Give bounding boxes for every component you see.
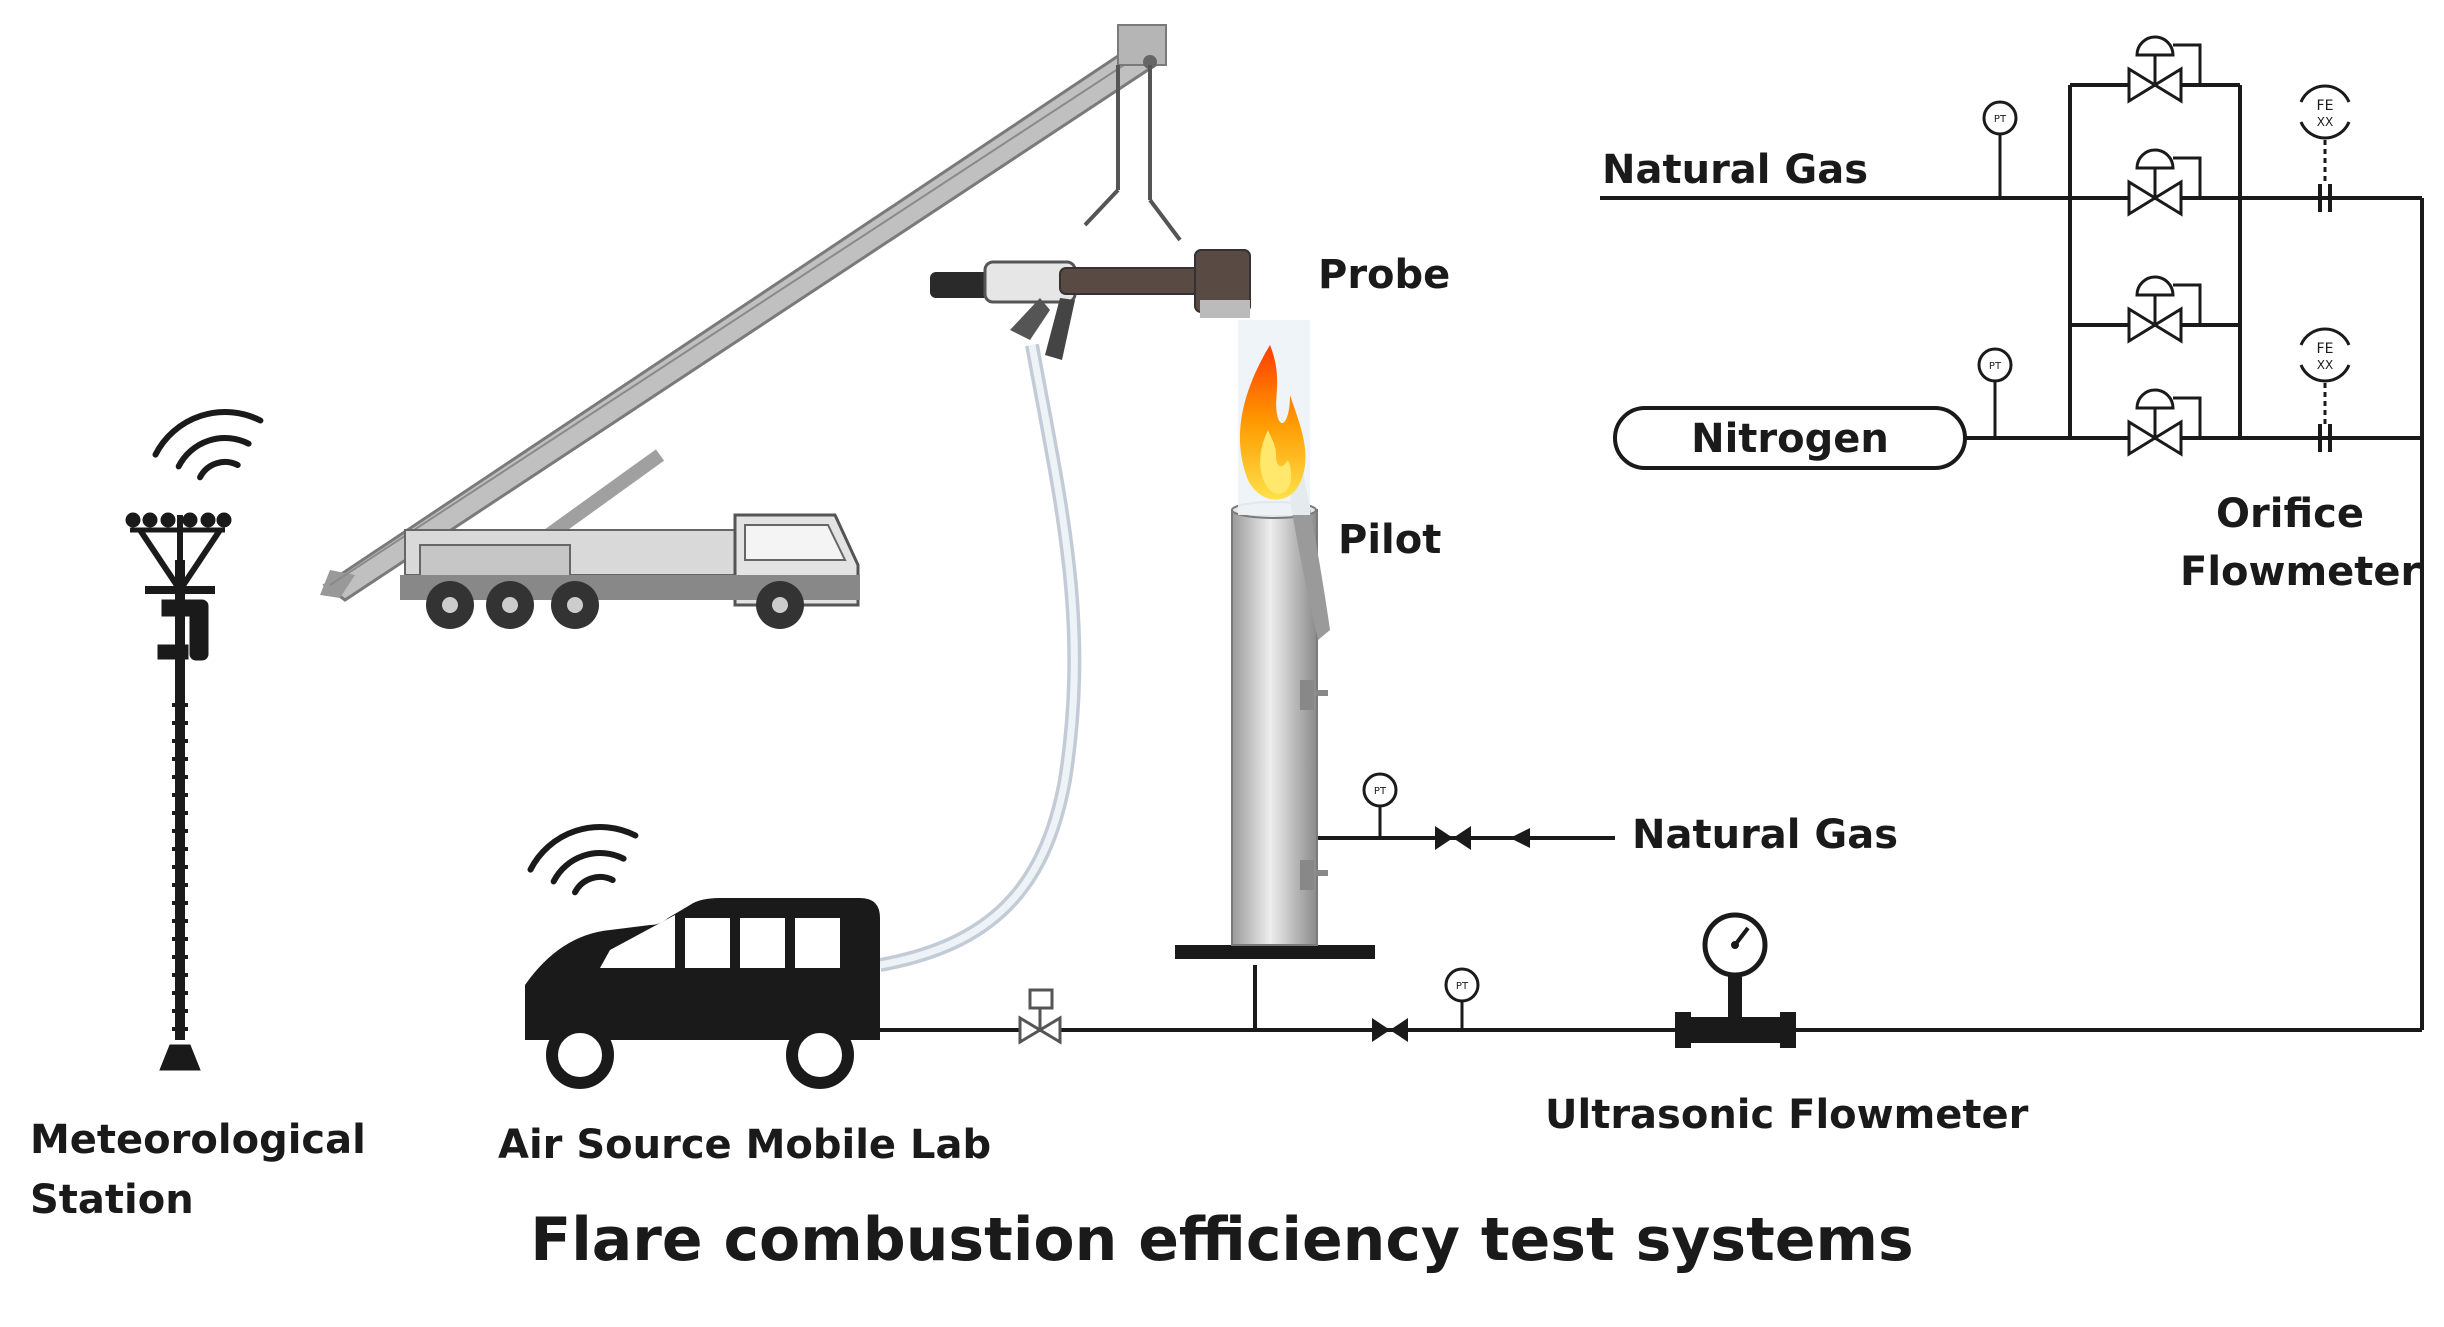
block-valve-main xyxy=(1372,1018,1408,1042)
mobile-lab-label: Air Source Mobile Lab xyxy=(498,1122,992,1168)
orifice-flowmeter-label-line1: Orifice xyxy=(2216,491,2364,537)
diagram-title: Flare combustion efficiency test systems xyxy=(530,1205,1914,1275)
svg-text:PT: PT xyxy=(1994,114,2007,125)
orifice-flowmeter-label: Orifice Flowmeter xyxy=(2180,485,2420,601)
sample-hose xyxy=(878,343,1082,972)
meteorological-station-label: Meteorological Station xyxy=(30,1110,366,1230)
svg-text:PT: PT xyxy=(1456,981,1469,992)
svg-text:XX: XX xyxy=(2317,115,2333,129)
pressure-transmitter-icon: PT xyxy=(1977,347,2013,438)
pressure-transmitter-icon: PT xyxy=(1444,967,1480,1030)
svg-text:PT: PT xyxy=(1989,361,2002,372)
svg-text:PT: PT xyxy=(1374,786,1387,797)
control-valve-icon xyxy=(2127,35,2202,104)
control-valve-icon xyxy=(2127,148,2202,217)
stack-base-plate xyxy=(1175,945,1375,959)
pilot-label: Pilot xyxy=(1338,517,1442,563)
mobile-lab-van xyxy=(525,898,880,1089)
control-valve-icon xyxy=(2127,388,2202,457)
flame-icon xyxy=(1238,320,1310,515)
pressure-transmitter-icon: PT xyxy=(1982,100,2018,198)
sample-valve-icon xyxy=(1018,988,1062,1045)
wireless-signal-icon xyxy=(152,409,264,481)
orifice-flowmeter-label-line2: Flowmeter xyxy=(2180,549,2421,595)
meteorological-station xyxy=(125,512,232,1071)
control-valve-icon xyxy=(2127,275,2202,344)
nitrogen-label: Nitrogen xyxy=(1691,416,1889,462)
svg-text:FE: FE xyxy=(2317,341,2334,357)
natural-gas-top-label: Natural Gas xyxy=(1602,147,1869,193)
flow-arrow-icon xyxy=(1510,828,1530,848)
natural-gas-bottom-label: Natural Gas xyxy=(1632,812,1899,858)
probe-label: Probe xyxy=(1318,252,1451,298)
pressure-transmitter-icon: PT xyxy=(1362,772,1398,838)
probe-assembly xyxy=(930,249,1251,360)
pressure-transmitters: PT PT PT PT xyxy=(1362,100,2018,1030)
svg-text:FE: FE xyxy=(2317,98,2334,114)
control-valves xyxy=(2127,35,2202,457)
svg-text:XX: XX xyxy=(2317,358,2333,372)
block-valve-pilot xyxy=(1435,826,1471,850)
ultrasonic-flowmeter-icon xyxy=(1675,912,1796,1048)
wireless-signal-icon xyxy=(527,824,639,896)
ultrasonic-flowmeter-label: Ultrasonic Flowmeter xyxy=(1545,1092,2029,1138)
meteorological-station-label-line2: Station xyxy=(30,1177,194,1223)
meteorological-station-label-line1: Meteorological xyxy=(30,1117,366,1163)
crane-truck xyxy=(320,24,1182,629)
nitrogen-tank xyxy=(1613,406,1967,470)
